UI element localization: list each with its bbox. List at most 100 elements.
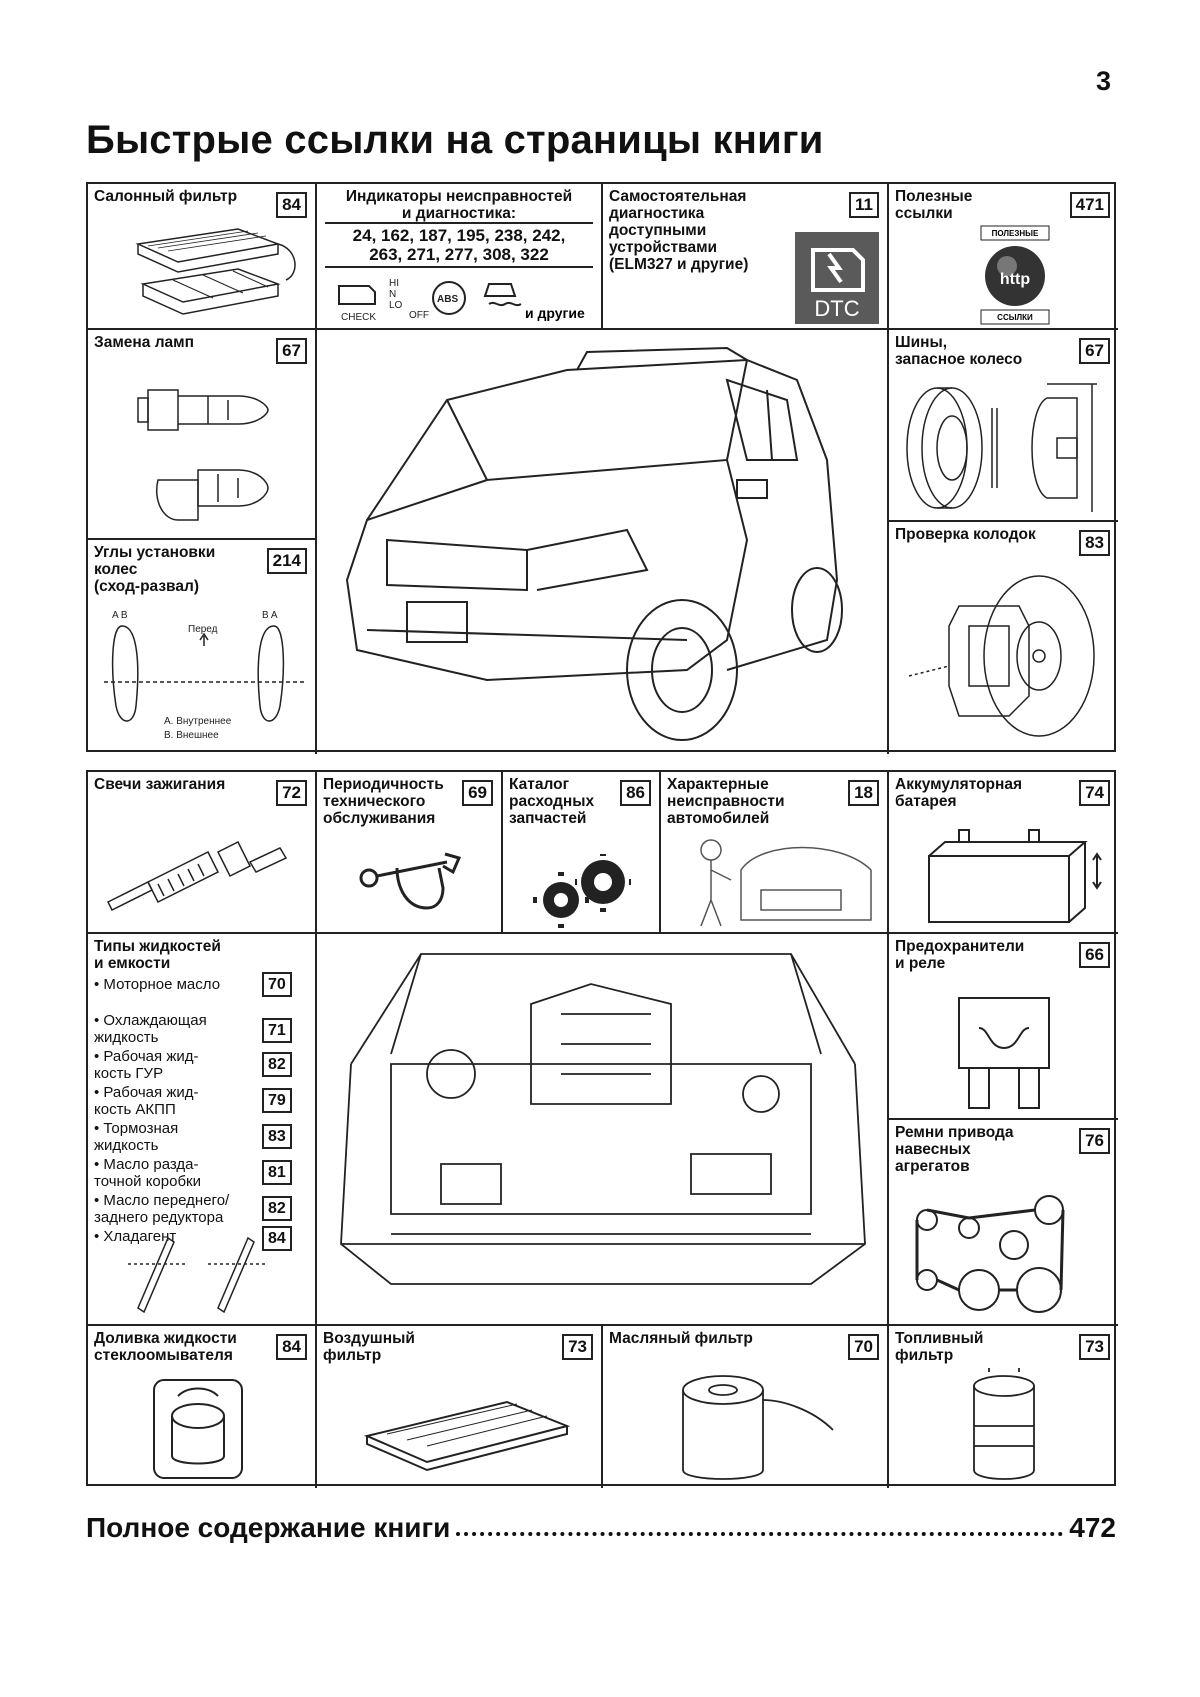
fuel-filter-label: Топливный фильтр (895, 1330, 984, 1364)
brake-pads-page-ref[interactable]: 83 (1079, 530, 1110, 556)
leader-dots (456, 1532, 1064, 1536)
spark-plugs-label: Свечи зажигания (94, 776, 226, 793)
fluid-page-ref[interactable]: 82 (262, 1052, 292, 1077)
tires-label: Шины, запасное колесо (895, 334, 1023, 368)
cabin-filter-illustration (128, 214, 308, 324)
cell-washer-fluid[interactable]: Доливка жидкости стеклоомывателя 84 (88, 1326, 317, 1488)
tires-page-ref[interactable]: 67 (1079, 338, 1110, 364)
washer-page-ref[interactable]: 84 (276, 1334, 307, 1360)
cell-typical-faults[interactable]: Характерные неисправности автомобилей 18 (661, 772, 889, 934)
hi-text: HI (389, 278, 399, 289)
cell-fluids[interactable]: Типы жидкостей и емкости • Моторное масл… (88, 934, 317, 1326)
gears-icon (533, 852, 633, 928)
self-diag-label: Самостоятельная диагностика доступными у… (609, 188, 749, 273)
cell-air-filter[interactable]: Воздушный фильтр 73 (317, 1326, 603, 1488)
outer-text: B. Внешнее (164, 730, 219, 741)
brake-caliper-illustration (899, 566, 1109, 746)
cabin-filter-label: Салонный фильтр (94, 188, 238, 205)
cell-useful-links[interactable]: Полезные ссылки 471 ПОЛЕЗНЫЕ http ССЫЛКИ (889, 184, 1118, 330)
fluid-page-ref[interactable]: 83 (262, 1124, 292, 1149)
tire-rim-illustration (897, 378, 1107, 518)
battery-label: Аккумуляторная батарея (895, 776, 1023, 810)
cell-fuel-filter[interactable]: Топливный фильтр 73 (889, 1326, 1118, 1488)
fuses-page-ref[interactable]: 66 (1079, 942, 1110, 968)
suv-front-illustration (327, 340, 879, 745)
cell-lamps[interactable]: Замена ламп 67 (88, 330, 317, 540)
fluid-page-ref[interactable]: 84 (262, 1226, 292, 1251)
n-text: N (389, 289, 396, 300)
fluid-page-ref[interactable]: 79 (262, 1088, 292, 1113)
cell-battery[interactable]: Аккумуляторная батарея 74 (889, 772, 1118, 934)
page-number: 3 (1096, 66, 1112, 96)
self-diag-page-ref[interactable]: 11 (849, 192, 879, 218)
useful-links-page-ref[interactable]: 471 (1069, 192, 1110, 218)
quick-links-block-top: Салонный фильтр 84 Индикаторы неисправно… (86, 182, 1118, 754)
air-filter-page-ref[interactable]: 73 (562, 1334, 593, 1360)
check-text: CHECK (341, 312, 376, 323)
cell-engine-bay (317, 934, 889, 1326)
cell-self-diagnostics[interactable]: Самостоятельная диагностика доступными у… (603, 184, 889, 330)
lamp-bulbs-illustration (108, 360, 308, 535)
fuse-illustration (949, 988, 1059, 1114)
battery-illustration (919, 816, 1109, 928)
quick-links-block-bottom: Свечи зажигания 72 Периодичность техниче… (86, 770, 1118, 1488)
others-text: и другие (525, 305, 585, 321)
oil-filter-page-ref[interactable]: 70 (848, 1334, 879, 1360)
maintenance-page-ref[interactable]: 69 (462, 780, 493, 806)
air-filter-label: Воздушный фильтр (323, 1330, 415, 1364)
cell-brake-pads[interactable]: Проверка колодок 83 (889, 522, 1118, 754)
typical-faults-page-ref[interactable]: 18 (848, 780, 879, 806)
engine-check-icon (338, 285, 376, 305)
dipstick-illustration (118, 1234, 298, 1322)
diagnostics-page-refs[interactable]: 24, 162, 187, 195, 238, 242, 263, 271, 2… (325, 222, 593, 268)
lamps-page-ref[interactable]: 67 (276, 338, 307, 364)
fluid-page-ref[interactable]: 82 (262, 1196, 292, 1221)
inner-text: A. Внутреннее (164, 716, 232, 727)
washer-label: Доливка жидкости стеклоомывателя (94, 1330, 237, 1364)
belt-routing-diagram (909, 1190, 1109, 1320)
spark-plug-illustration (98, 822, 308, 922)
full-contents-link[interactable]: Полное содержание книги 472 (86, 1512, 1116, 1544)
cell-tires[interactable]: Шины, запасное колесо 67 (889, 330, 1118, 522)
diagnostics-indicator-icons: CHECK HI N LO OFF ABS и другие (329, 272, 599, 326)
washer-reservoir-illustration (148, 1376, 248, 1482)
cell-belts[interactable]: Ремни привода навесных агрегатов 76 (889, 1120, 1118, 1326)
fuel-filter-page-ref[interactable]: 73 (1079, 1334, 1110, 1360)
http-globe-icon: ПОЛЕЗНЫЕ http ССЫЛКИ (977, 224, 1053, 326)
cell-parts-catalog[interactable]: Каталог расходных запчастей 86 (503, 772, 661, 934)
belts-page-ref[interactable]: 76 (1079, 1128, 1110, 1154)
battery-page-ref[interactable]: 74 (1079, 780, 1110, 806)
cell-maintenance[interactable]: Периодичность технического обслуживания … (317, 772, 503, 934)
diagnostics-label: Индикаторы неисправностей и диагностика: (345, 188, 573, 222)
cell-diagnostics[interactable]: Индикаторы неисправностей и диагностика:… (317, 184, 603, 330)
fluid-page-ref[interactable]: 71 (262, 1018, 292, 1043)
cell-spark-plugs[interactable]: Свечи зажигания 72 (88, 772, 317, 934)
wheel-alignment-page-ref[interactable]: 214 (266, 548, 307, 574)
off-text: OFF (409, 310, 429, 321)
parts-catalog-label: Каталог расходных запчастей (509, 776, 595, 827)
spark-plugs-page-ref[interactable]: 72 (276, 780, 307, 806)
wrench-hand-icon (357, 838, 467, 928)
cabin-filter-page-ref[interactable]: 84 (276, 192, 307, 218)
cell-fuses[interactable]: Предохранители и реле 66 (889, 934, 1118, 1120)
cell-cabin-filter[interactable]: Салонный фильтр 84 (88, 184, 317, 330)
cell-oil-filter[interactable]: Масляный фильтр 70 (603, 1326, 889, 1488)
useful-links-label: Полезные ссылки (895, 188, 973, 222)
fluid-page-ref[interactable]: 70 (262, 972, 292, 997)
parts-catalog-page-ref[interactable]: 86 (620, 780, 651, 806)
full-contents-label: Полное содержание книги (86, 1512, 451, 1543)
air-filter-illustration (357, 1396, 577, 1476)
fluid-page-ref[interactable]: 81 (262, 1160, 292, 1185)
cell-vehicle-overview (317, 330, 889, 754)
full-contents-page-ref[interactable]: 472 (1069, 1512, 1116, 1543)
cell-wheel-alignment[interactable]: Углы установки колес (сход-развал) 214 A… (88, 540, 317, 754)
wheel-alignment-label: Углы установки колес (сход-развал) (94, 544, 216, 595)
